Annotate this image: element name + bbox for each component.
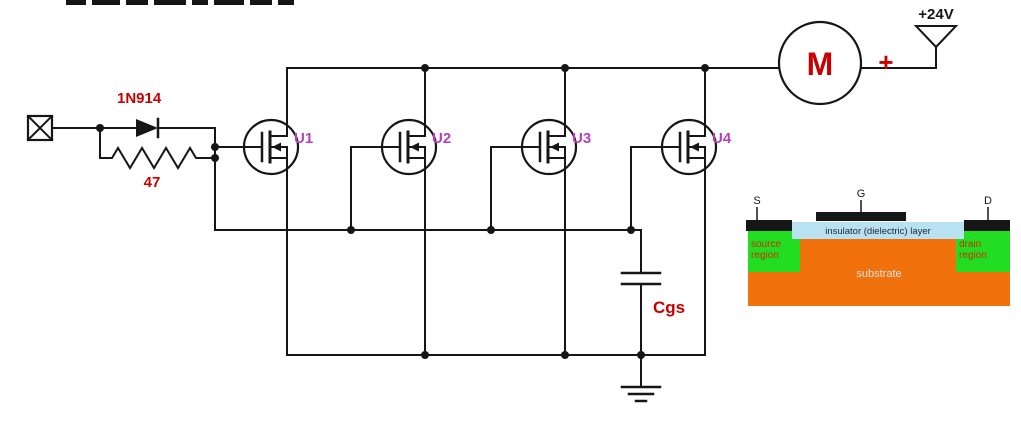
- resistor-symbol: [99, 146, 216, 170]
- mosfet-u4: U4: [660, 67, 732, 356]
- source-terminal-label: S: [753, 195, 760, 207]
- source-contact: [746, 220, 792, 231]
- motor-label: M: [807, 46, 834, 82]
- motor: M +: [777, 20, 937, 106]
- drain-contact: [964, 220, 1010, 231]
- drain-region-label-line2: region: [959, 250, 987, 261]
- insulator-layer-block: [792, 222, 964, 239]
- gate-bus: [214, 127, 663, 231]
- supply-label: +24V: [918, 6, 953, 23]
- motor-body: [777, 20, 863, 106]
- body-arrow-icon: [550, 142, 559, 152]
- gate-terminal-label: G: [857, 188, 866, 200]
- diode-1n914: 1N914: [99, 90, 216, 139]
- drain-region-label-line1: drain: [959, 239, 981, 250]
- cropped-text-artifact: [66, 0, 294, 5]
- body-arrow-icon: [410, 142, 419, 152]
- body-arrow-icon: [690, 142, 699, 152]
- input-terminal: [26, 114, 101, 142]
- gate-contact: [816, 212, 906, 221]
- junction-dots: [96, 64, 709, 359]
- mosfet-u2-label: U2: [432, 130, 451, 147]
- mosfet-u3-label: U3: [572, 130, 591, 147]
- source-region-label-line2: region: [751, 250, 779, 261]
- capacitor-cgs: Cgs: [620, 229, 685, 356]
- supply-terminal: +24V: [913, 6, 959, 49]
- mosfet-structure-inset: S G D insulator (dielectric) layer sourc…: [746, 188, 1010, 306]
- drain-region-block: [956, 230, 1010, 272]
- mosfet-u3: U3: [520, 67, 591, 356]
- body-arrow-icon: [272, 142, 281, 152]
- diode-symbol: [136, 119, 158, 137]
- resistor-label: 47: [144, 174, 161, 191]
- mosfet-u2: U2: [380, 67, 451, 356]
- substrate-label: substrate: [856, 268, 901, 280]
- mosfet-u4-label: U4: [712, 130, 732, 147]
- diode-label: 1N914: [117, 90, 162, 107]
- source-region-block: [748, 230, 800, 272]
- capacitor-label: Cgs: [653, 298, 685, 317]
- ground-symbol: [620, 354, 662, 403]
- source-region-label-line1: source: [751, 239, 781, 250]
- drain-terminal-label: D: [984, 195, 992, 207]
- motor-polarity-label: +: [878, 47, 893, 77]
- mosfet-u1-label: U1: [294, 130, 313, 147]
- supply-triangle-icon: [913, 25, 959, 49]
- mosfet-u1: U1: [242, 67, 313, 356]
- insulator-label: insulator (dielectric) layer: [825, 226, 931, 237]
